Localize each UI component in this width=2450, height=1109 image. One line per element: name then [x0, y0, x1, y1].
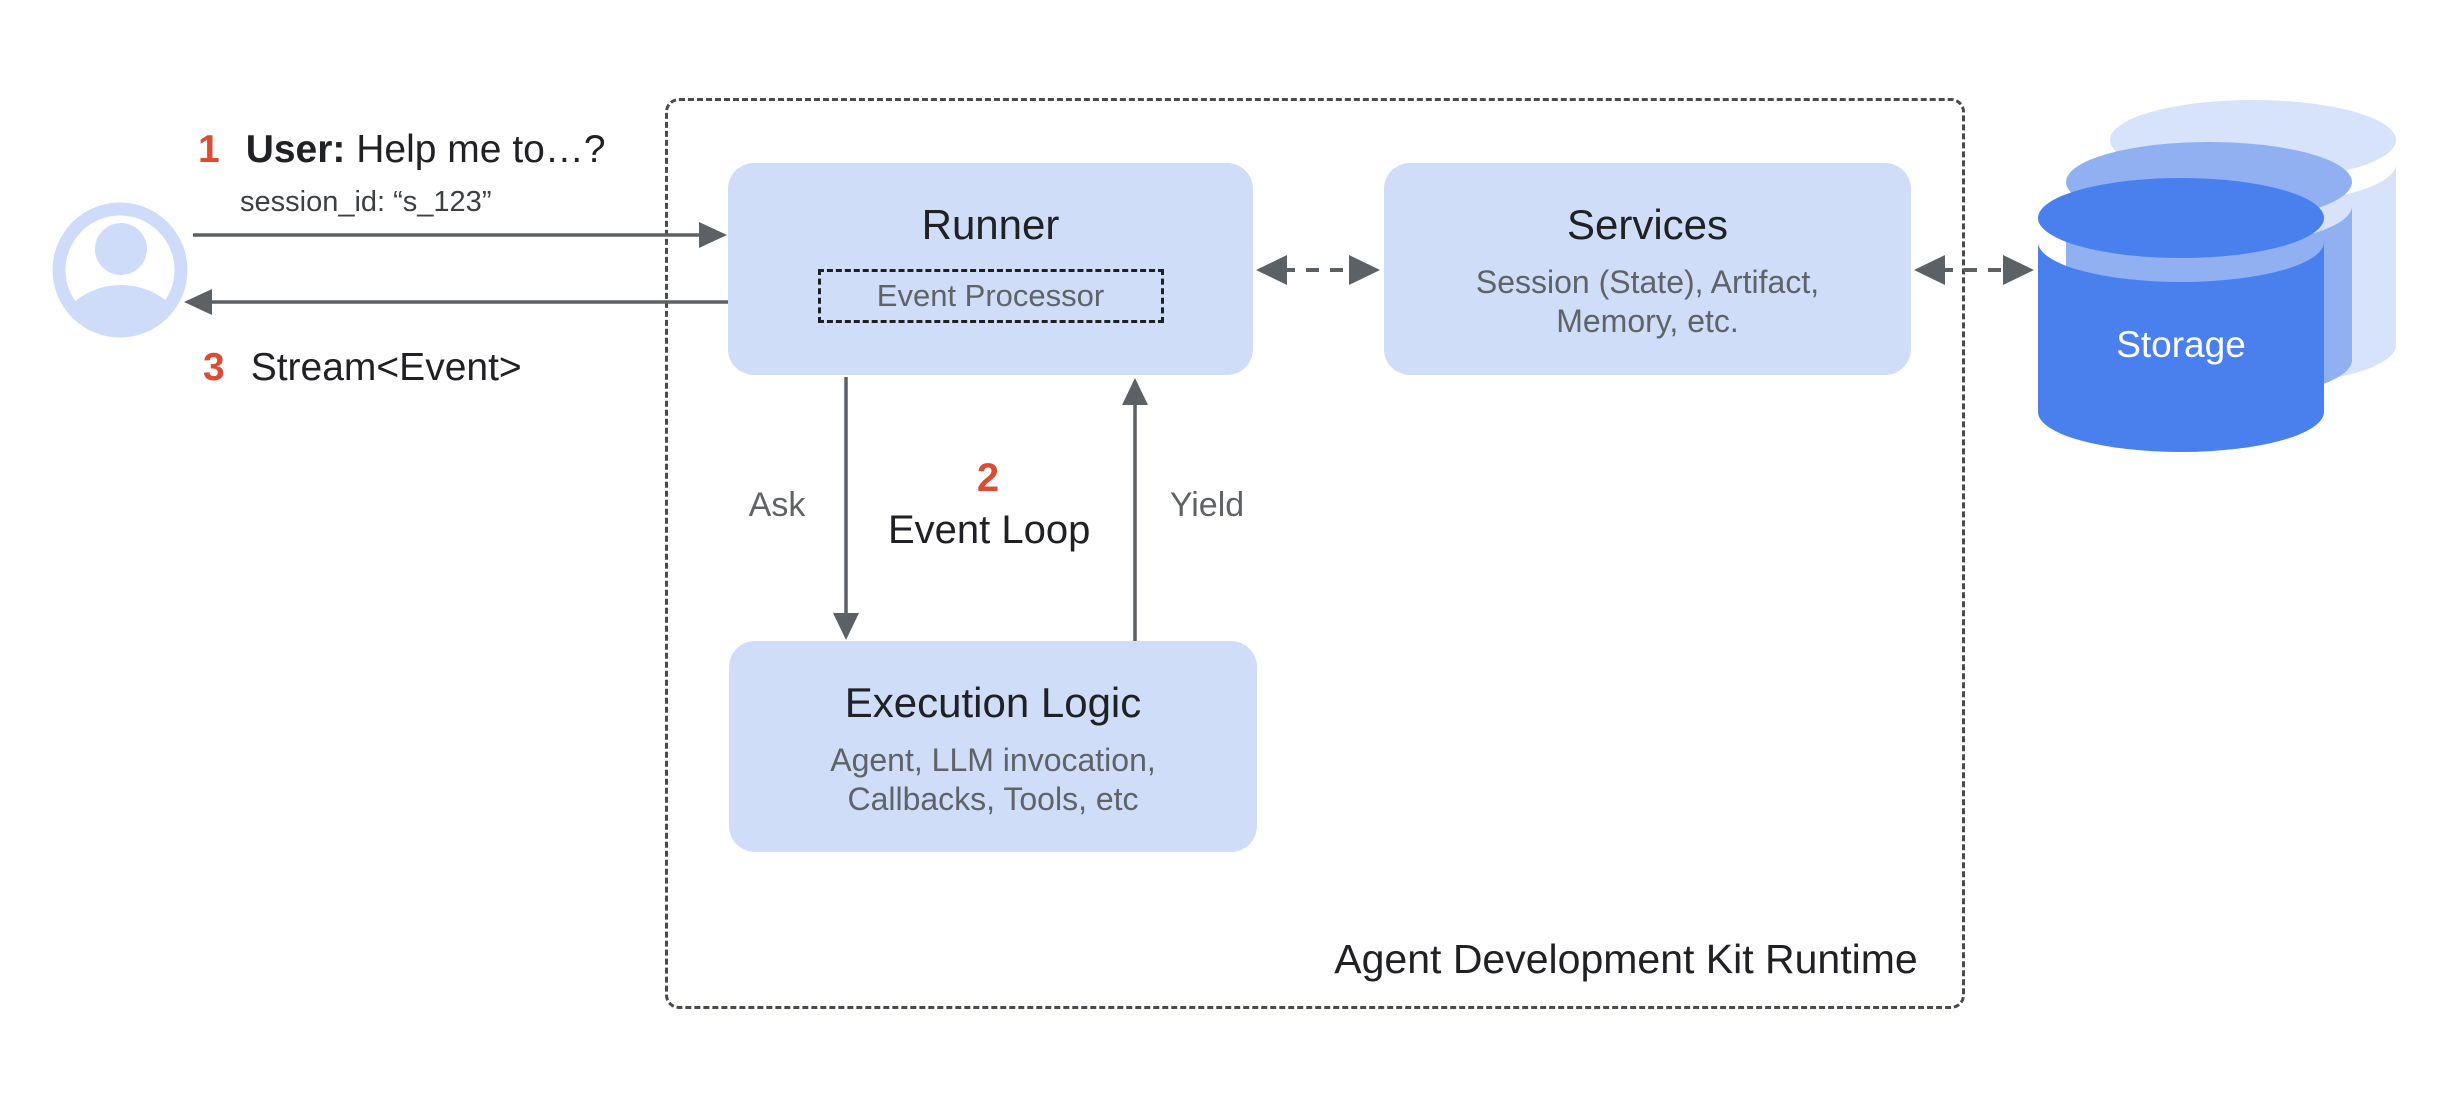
yield-edge-label: Yield	[1169, 486, 1245, 524]
execution-subtitle-line2: Callbacks, Tools, etc	[847, 781, 1139, 817]
event-processor-box: Event Processor	[817, 269, 1164, 323]
services-title: Services	[1566, 201, 1729, 248]
services-subtitle-line2: Memory, etc.	[1556, 303, 1739, 339]
user-avatar-icon	[52, 202, 188, 338]
services-box: Services Session (State), Artifact, Memo…	[1384, 163, 1911, 375]
step-number-2: 2	[976, 456, 1000, 500]
execution-logic-box: Execution Logic Agent, LLM invocation, C…	[729, 641, 1257, 852]
execution-logic-title: Execution Logic	[844, 679, 1142, 726]
runner-box: Runner Event Processor	[728, 163, 1253, 375]
storage-cylinders-icon	[2038, 100, 2396, 452]
session-id-label: session_id: “s_123”	[240, 186, 492, 218]
stream-event-text: Stream<Event>	[250, 346, 522, 389]
services-subtitle: Session (State), Artifact, Memory, etc.	[1384, 263, 1911, 341]
step-number-3: 3	[203, 346, 225, 389]
stream-event-label: 3 Stream<Event>	[203, 346, 522, 390]
event-processor-label: Event Processor	[876, 278, 1105, 313]
services-subtitle-line1: Session (State), Artifact,	[1475, 264, 1820, 300]
execution-logic-subtitle: Agent, LLM invocation, Callbacks, Tools,…	[729, 741, 1257, 819]
user-message-who: User:	[245, 128, 346, 171]
step-number-1: 1	[198, 128, 220, 171]
user-message-label: 1 User: Help me to…? session_id: “s_123”	[198, 128, 606, 224]
execution-subtitle-line1: Agent, LLM invocation,	[830, 742, 1156, 778]
arrow-runner-to-user	[184, 289, 728, 315]
arrow-user-to-runner	[193, 222, 727, 248]
event-loop-label: Event Loop	[888, 508, 1091, 552]
runtime-caption: Agent Development Kit Runtime	[1334, 936, 1918, 982]
storage-label: Storage	[2116, 324, 2246, 365]
runtime-boundary-box	[665, 98, 1965, 1009]
ask-edge-label: Ask	[748, 486, 806, 524]
user-message-text: Help me to…?	[345, 128, 606, 171]
runner-title: Runner	[921, 201, 1060, 248]
